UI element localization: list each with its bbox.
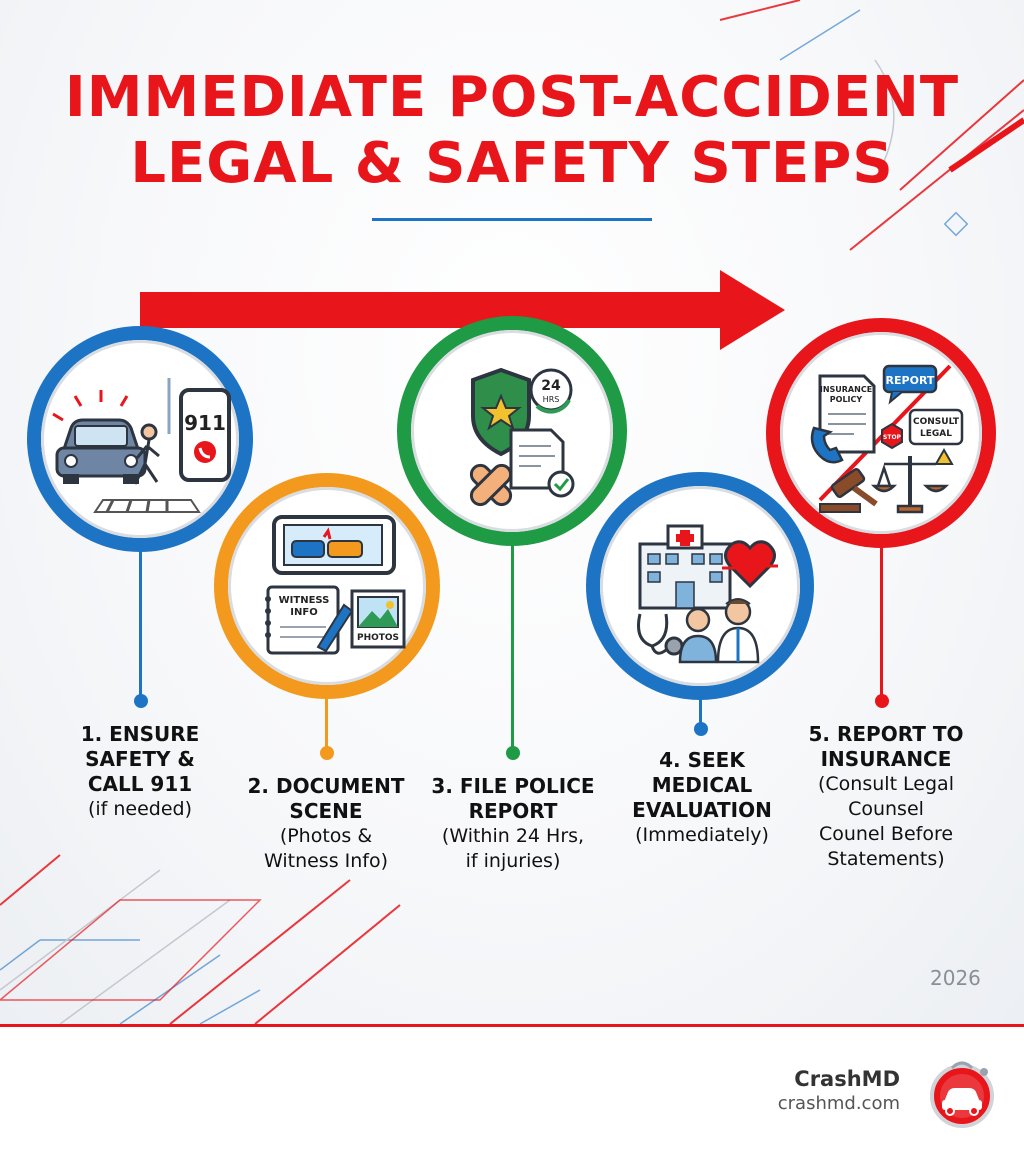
step-3-dot bbox=[506, 746, 520, 760]
step-2-subtitle-2: Witness Info) bbox=[263, 850, 389, 872]
step-5-label: 5. REPORT TO INSURANCE (Consult Legal Co… bbox=[786, 722, 986, 872]
infographic: IMMEDIATE POST-ACCIDENT LEGAL & SAFETY S… bbox=[0, 0, 1024, 1024]
heart-icon bbox=[722, 540, 778, 589]
step-5-subtitle-2: Counsel bbox=[848, 798, 924, 820]
photos-text: PHOTOS bbox=[357, 633, 399, 643]
step-3-title-2: REPORT bbox=[468, 799, 558, 823]
step-3-circle: 24 HRS bbox=[397, 316, 627, 546]
policy-icon: INSURANCE POLICY bbox=[818, 374, 876, 454]
step-2-circle: WITNESS INFO PHOTOS bbox=[214, 473, 440, 699]
step-4-dot bbox=[694, 722, 708, 736]
step-1-title-1: 1. ENSURE bbox=[80, 722, 200, 746]
consult-bubble-icon: CONSULT LEGAL bbox=[908, 408, 964, 465]
insurance-text: INSURANCE bbox=[820, 385, 872, 394]
title-divider bbox=[372, 218, 652, 221]
gavel-icon bbox=[819, 468, 878, 513]
step-5-subtitle-4: Statements) bbox=[827, 848, 945, 870]
notebook-icon: WITNESS INFO bbox=[265, 585, 354, 655]
footer-divider bbox=[0, 1024, 1024, 1027]
step-2-dot bbox=[320, 746, 334, 760]
step-1-dot bbox=[134, 694, 148, 708]
brand-url[interactable]: crashmd.com bbox=[777, 1093, 900, 1114]
doctor-icon bbox=[678, 598, 760, 664]
step-5-circle: INSURANCE POLICY REPORT STOP CONSULT LEG… bbox=[766, 318, 996, 548]
document-icon bbox=[509, 428, 575, 498]
pedestrian-icon bbox=[133, 423, 160, 485]
step-2-label: 2. DOCUMENT SCENE (Photos & Witness Info… bbox=[228, 774, 424, 874]
step-1-subtitle-1: (if needed) bbox=[87, 798, 193, 820]
witness-text-1: WITNESS bbox=[279, 595, 330, 606]
step-4-icons bbox=[637, 524, 778, 664]
bandage-icon bbox=[469, 463, 513, 507]
step-5-title-2: INSURANCE bbox=[820, 747, 952, 771]
step-1-circle: 911 bbox=[27, 326, 253, 552]
step-4-circle bbox=[586, 472, 814, 700]
step-5-subtitle-1: (Consult Legal bbox=[818, 773, 954, 795]
phone-icon bbox=[810, 426, 844, 464]
step-1-title-3: CALL 911 bbox=[87, 772, 193, 796]
clock-24-text: 24 bbox=[541, 378, 561, 394]
step-5-title-1: 5. REPORT TO bbox=[808, 722, 964, 746]
stop-text: STOP bbox=[883, 434, 902, 441]
year-label: 2026 bbox=[930, 966, 981, 990]
step-2-title-1: 2. DOCUMENT bbox=[247, 774, 405, 798]
step-5-subtitle-3: Counel Before bbox=[818, 823, 954, 845]
stop-sign-icon: STOP bbox=[881, 422, 903, 450]
step-3-subtitle-2: if injuries) bbox=[465, 850, 561, 872]
step-1-title-2: SAFETY & bbox=[85, 747, 195, 771]
page-title-line-1: IMMEDIATE POST-ACCIDENT bbox=[64, 65, 960, 130]
step-3-subtitle-1: (Within 24 Hrs, bbox=[441, 825, 585, 847]
policy-text: POLICY bbox=[830, 395, 863, 404]
step-2-title-2: SCENE bbox=[289, 799, 363, 823]
step-2-icons: WITNESS INFO PHOTOS bbox=[265, 515, 406, 655]
clock-hrs-text: HRS bbox=[543, 395, 560, 404]
crashmd-logo-icon bbox=[930, 1061, 994, 1128]
legal-text: LEGAL bbox=[920, 429, 952, 439]
step-5-stem bbox=[880, 540, 883, 700]
step-5-icons: INSURANCE POLICY REPORT STOP CONSULT LEG… bbox=[810, 364, 964, 514]
step-1-stem bbox=[139, 545, 142, 700]
camera-phone-icon bbox=[272, 515, 396, 575]
step-4-title-1: 4. SEEK bbox=[659, 748, 745, 772]
witness-text-2: INFO bbox=[290, 607, 317, 618]
step-4-stem bbox=[699, 690, 702, 730]
step-1-label: 1. ENSURE SAFETY & CALL 911 (if needed) bbox=[50, 722, 230, 822]
step-4-subtitle-1: (Immediately) bbox=[635, 824, 769, 846]
stethoscope-icon bbox=[637, 613, 684, 656]
step-2-subtitle-1: (Photos & bbox=[279, 825, 373, 847]
step-4-label: 4. SEEK MEDICAL EVALUATION (Immediately) bbox=[604, 748, 800, 848]
page-title-line-2: LEGAL & SAFETY STEPS bbox=[130, 131, 894, 196]
report-text: REPORT bbox=[886, 374, 935, 387]
step-3-stem bbox=[511, 540, 514, 750]
flow-arrow bbox=[140, 270, 785, 350]
step-4-title-2: MEDICAL bbox=[651, 773, 753, 797]
step-2-stem bbox=[325, 690, 328, 750]
step-4-title-3: EVALUATION bbox=[632, 798, 772, 822]
step-3-label: 3. FILE POLICE REPORT (Within 24 Hrs, if… bbox=[418, 774, 608, 874]
step-3-title-1: 3. FILE POLICE bbox=[431, 774, 595, 798]
phone-911-text: 911 bbox=[184, 411, 226, 435]
background-decoration bbox=[0, 0, 1024, 1024]
scales-icon bbox=[870, 456, 950, 514]
hospital-icon bbox=[638, 524, 732, 610]
car-icon bbox=[55, 418, 147, 484]
clock-24-icon: 24 HRS bbox=[529, 368, 573, 414]
consult-text: CONSULT bbox=[913, 417, 960, 427]
step-3-icons: 24 HRS bbox=[469, 367, 575, 507]
phone-icon: 911 bbox=[179, 388, 231, 482]
photo-icon: PHOTOS bbox=[350, 589, 406, 649]
step-5-dot bbox=[875, 694, 889, 708]
brand-block: CrashMD crashmd.com bbox=[778, 1066, 900, 1116]
brand-name: CrashMD bbox=[794, 1067, 900, 1091]
report-bubble-icon: REPORT bbox=[882, 364, 938, 405]
step-1-icons: 911 bbox=[52, 378, 231, 513]
